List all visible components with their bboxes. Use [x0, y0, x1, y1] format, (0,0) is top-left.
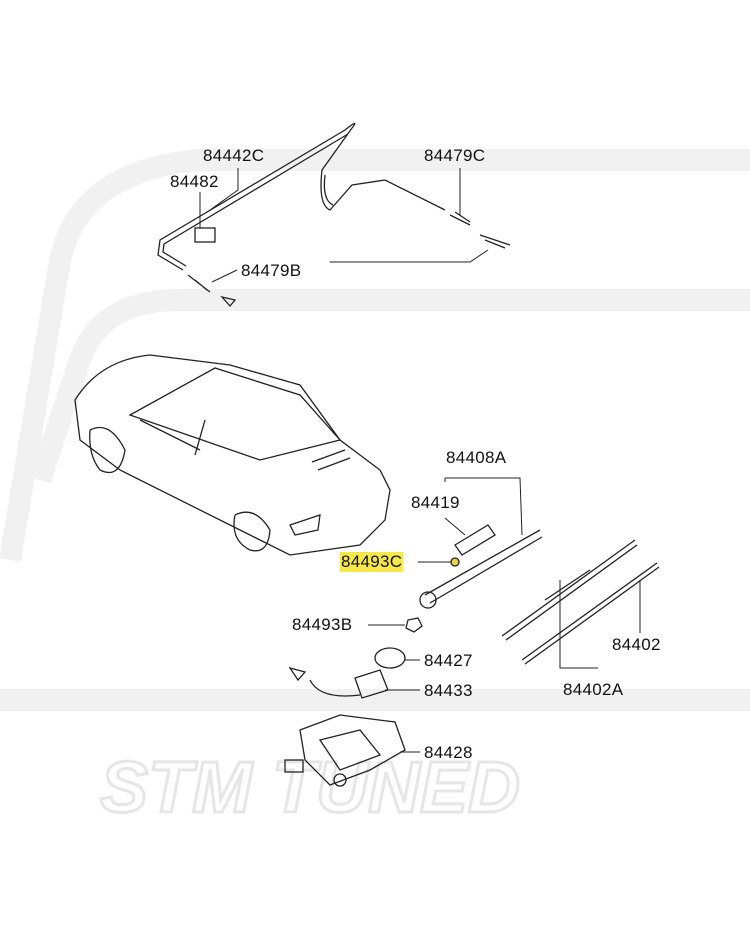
label-84442C: 84442C: [203, 146, 265, 165]
wiper-blade-84402: [501, 539, 660, 665]
label-84419: 84419: [411, 493, 460, 512]
cap-84427: [374, 647, 406, 669]
watermark-logo: [0, 149, 750, 711]
leader-lines: [199, 168, 641, 753]
label-84402: 84402: [612, 635, 661, 654]
cover-84419: [454, 524, 496, 556]
car-illustration: [74, 354, 391, 556]
label-84479B: 84479B: [241, 261, 302, 280]
label-84493C-highlighted: 84493C: [340, 552, 404, 572]
wire: [309, 679, 361, 697]
wiper-motor-84428: [284, 714, 406, 787]
nut-84493C: [450, 557, 460, 567]
nut-84493B: [405, 617, 423, 633]
label-84479C: 84479C: [424, 146, 486, 165]
grommet-84433: [354, 669, 389, 699]
label-84428: 84428: [424, 743, 473, 762]
connector-84479B: [187, 274, 211, 293]
svg-text:STM TUNED: STM TUNED: [100, 748, 520, 828]
connector-84479C: [449, 211, 471, 226]
hose-end: [479, 234, 511, 249]
arrow-icon: [220, 295, 237, 307]
arrow-icon: [288, 666, 307, 682]
washer-hose: [157, 122, 446, 271]
wiper-arm-84408A: [419, 529, 543, 609]
label-84482: 84482: [170, 172, 219, 191]
label-84433: 84433: [424, 681, 473, 700]
label-84427: 84427: [424, 651, 473, 670]
label-84408A: 84408A: [446, 448, 507, 467]
hose-clip-84482: [194, 227, 216, 243]
label-84493B: 84493B: [292, 615, 353, 634]
label-84402A: 84402A: [563, 680, 624, 699]
watermark-text: STM TUNED: [99, 747, 522, 830]
